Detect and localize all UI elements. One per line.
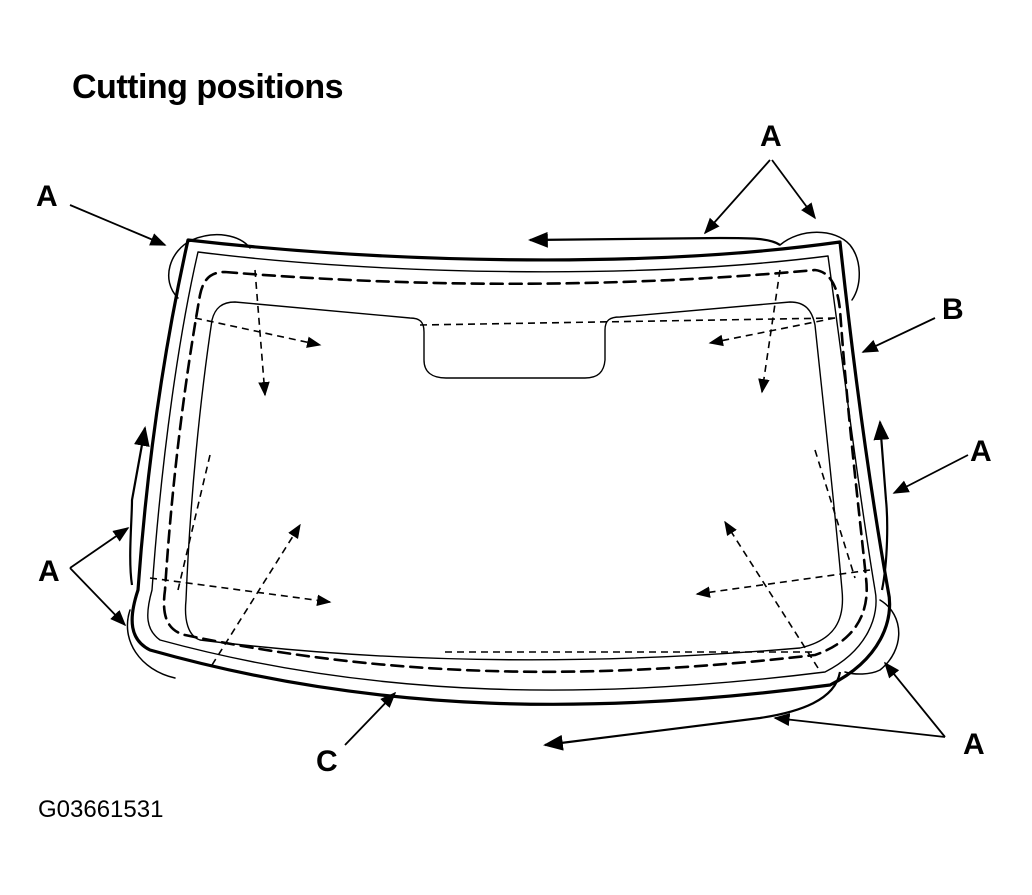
label-c: C <box>316 745 338 778</box>
wire-route-arrow-5 <box>211 523 301 666</box>
leader-a-right <box>892 454 969 494</box>
label-a-left: A <box>38 555 60 588</box>
label-b: B <box>942 293 964 326</box>
leader-c <box>344 691 397 746</box>
figure-id: G03661531 <box>38 796 164 823</box>
cut-direction-arrow-top <box>528 231 781 248</box>
leader-a-top-1 <box>703 159 771 235</box>
wire-route-arrow-7 <box>724 520 819 669</box>
label-a-top-right: A <box>760 120 782 153</box>
leader-a-left-2 <box>69 567 127 627</box>
cut-direction-arrow-bottom <box>543 671 842 751</box>
wire-route-arrow-6 <box>149 577 332 606</box>
label-a-bottom-right: A <box>963 728 985 761</box>
leader-a-top-left <box>69 204 167 246</box>
label-a-right: A <box>970 435 992 468</box>
suction-cup-top-right <box>779 231 860 301</box>
leader-b <box>861 317 936 353</box>
leader-a-top-2 <box>771 159 816 220</box>
suction-cup-bottom-left <box>126 609 176 679</box>
wire-route-arrow-8 <box>695 569 871 598</box>
leader-a-bottom-2 <box>773 713 946 738</box>
diagram-title: Cutting positions <box>72 68 344 106</box>
leader-a-bottom-1 <box>883 661 946 738</box>
cut-direction-arrow-left <box>129 426 150 586</box>
cut-direction-arrow-right <box>873 420 890 591</box>
suction-cup-bottom-right <box>844 599 900 675</box>
wire-route-arrow-2 <box>194 317 322 348</box>
inner-frit-border <box>184 301 844 661</box>
leader-a-left-1 <box>69 527 130 569</box>
cutting-line-dashed <box>162 268 868 674</box>
wire-route-arrow-4 <box>708 317 836 347</box>
label-a-top-left: A <box>36 180 58 213</box>
glass-outer-edge <box>130 238 892 706</box>
